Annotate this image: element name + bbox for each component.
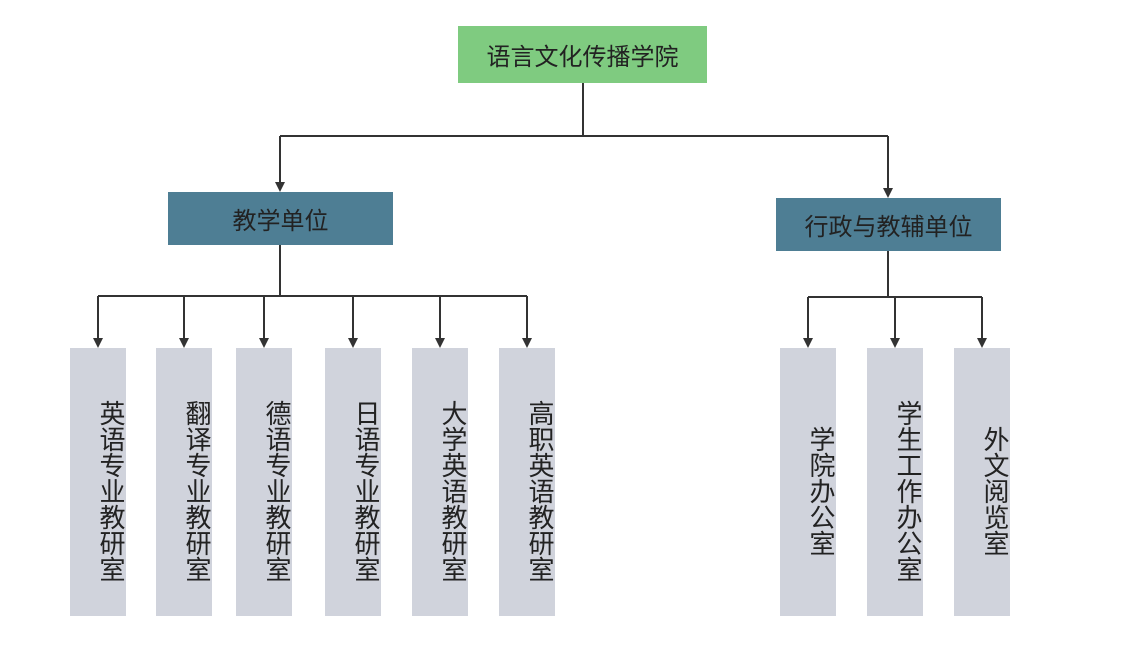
leaf-label: 外文阅览室 [979,426,1009,556]
leaf-node-japanese-dept: 日语专业教研室 [325,348,381,616]
leaf-label: 德语专业教研室 [261,400,291,582]
root-label: 语言文化传播学院 [486,43,679,71]
branch-label-teaching: 教学单位 [232,207,329,235]
leaf-label: 大学英语教研室 [437,400,467,582]
leaf-label: 英语专业教研室 [95,400,125,582]
leaf-node-translation-dept: 翻译专业教研室 [156,348,212,616]
leaf-node-college-office: 学院办公室 [780,348,836,616]
leaf-label: 高职英语教研室 [524,400,554,582]
leaf-node-german-dept: 德语专业教研室 [236,348,292,616]
branch-node-admin: 行政与教辅单位 [776,198,1001,251]
leaf-label: 日语专业教研室 [350,400,380,582]
leaf-node-college-english-dept: 大学英语教研室 [412,348,468,616]
leaf-label: 学院办公室 [805,426,835,556]
leaf-node-vocational-english-dept: 高职英语教研室 [499,348,555,616]
leaf-node-reading-room: 外文阅览室 [954,348,1010,616]
branch-node-teaching: 教学单位 [168,192,393,245]
leaf-node-english-dept: 英语专业教研室 [70,348,126,616]
leaf-node-student-affairs-office: 学生工作办公室 [867,348,923,616]
branch-label-admin: 行政与教辅单位 [804,213,973,241]
leaf-label: 学生工作办公室 [892,400,922,582]
root-node: 语言文化传播学院 [458,26,707,83]
leaf-label: 翻译专业教研室 [181,400,211,582]
